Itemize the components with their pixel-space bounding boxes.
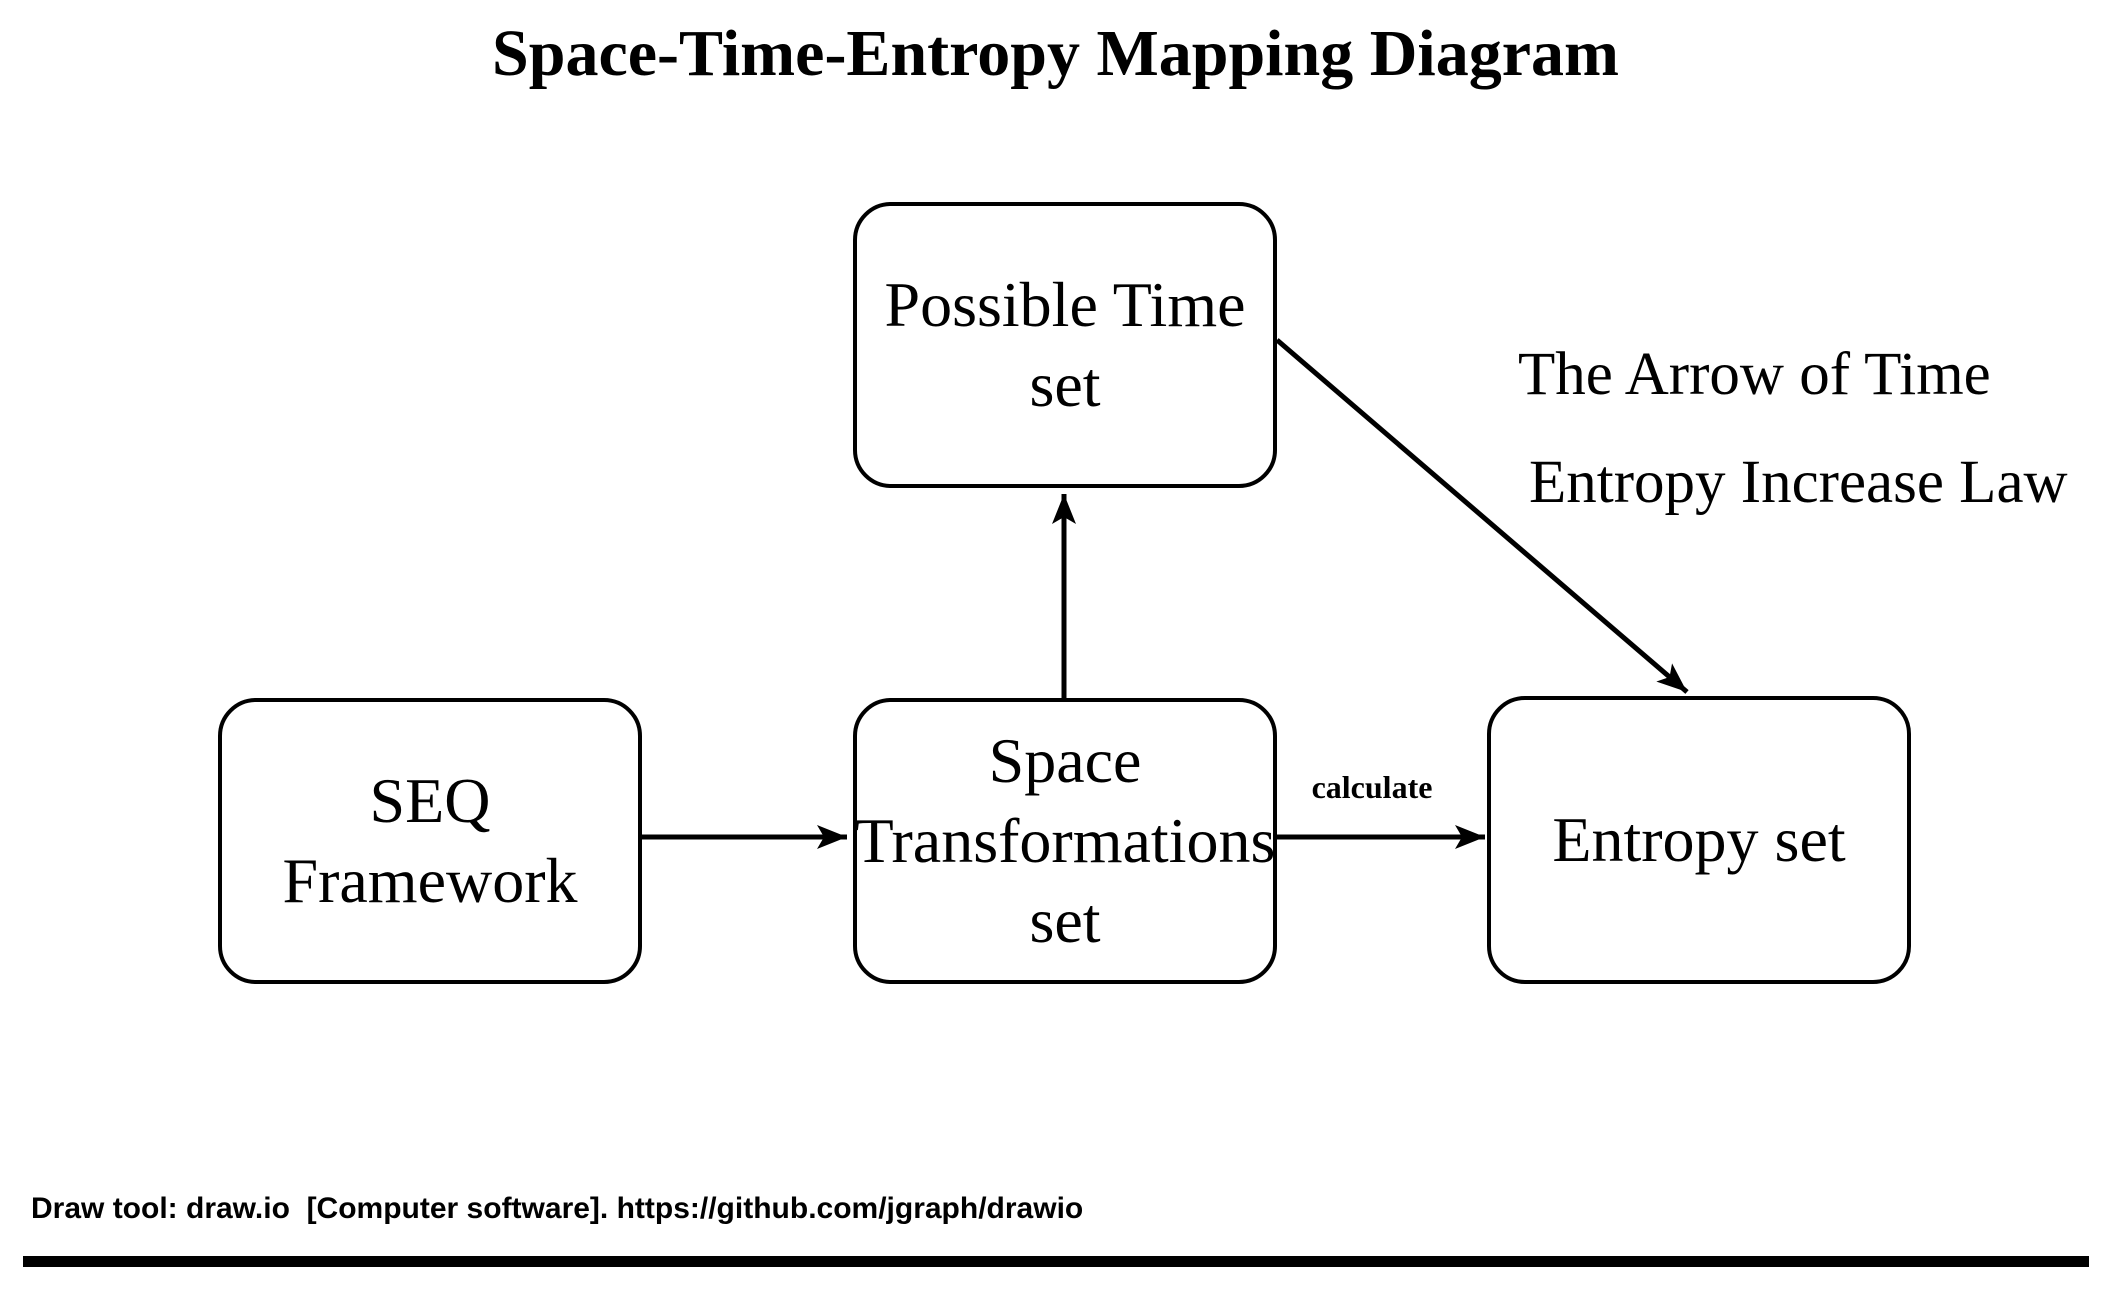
node-entropy-set-label: Entropy set (1552, 804, 1846, 875)
node-space-transformations-set-label: Space Transformations set (854, 725, 1276, 956)
diagram-title: Space-Time-Entropy Mapping Diagram (492, 17, 1619, 90)
node-space-transformations-set: Space Transformations set (853, 698, 1277, 984)
bottom-rule (23, 1256, 2089, 1267)
edge-label-calculate: calculate (1311, 769, 1433, 805)
node-possible-time-set: Possible Time set (853, 202, 1277, 488)
node-seq-framework: SEQ Framework (218, 698, 642, 984)
node-entropy-set: Entropy set (1487, 696, 1911, 984)
annotation-entropy-increase-law: Entropy Increase Law (1529, 449, 2068, 516)
node-seq-framework-label: SEQ Framework (282, 765, 578, 916)
node-possible-time-set-label: Possible Time set (884, 269, 1246, 420)
footer-credit: Draw tool: draw.io [Computer software]. … (31, 1192, 1084, 1225)
annotation-arrow-of-time: The Arrow of Time (1518, 341, 1991, 408)
